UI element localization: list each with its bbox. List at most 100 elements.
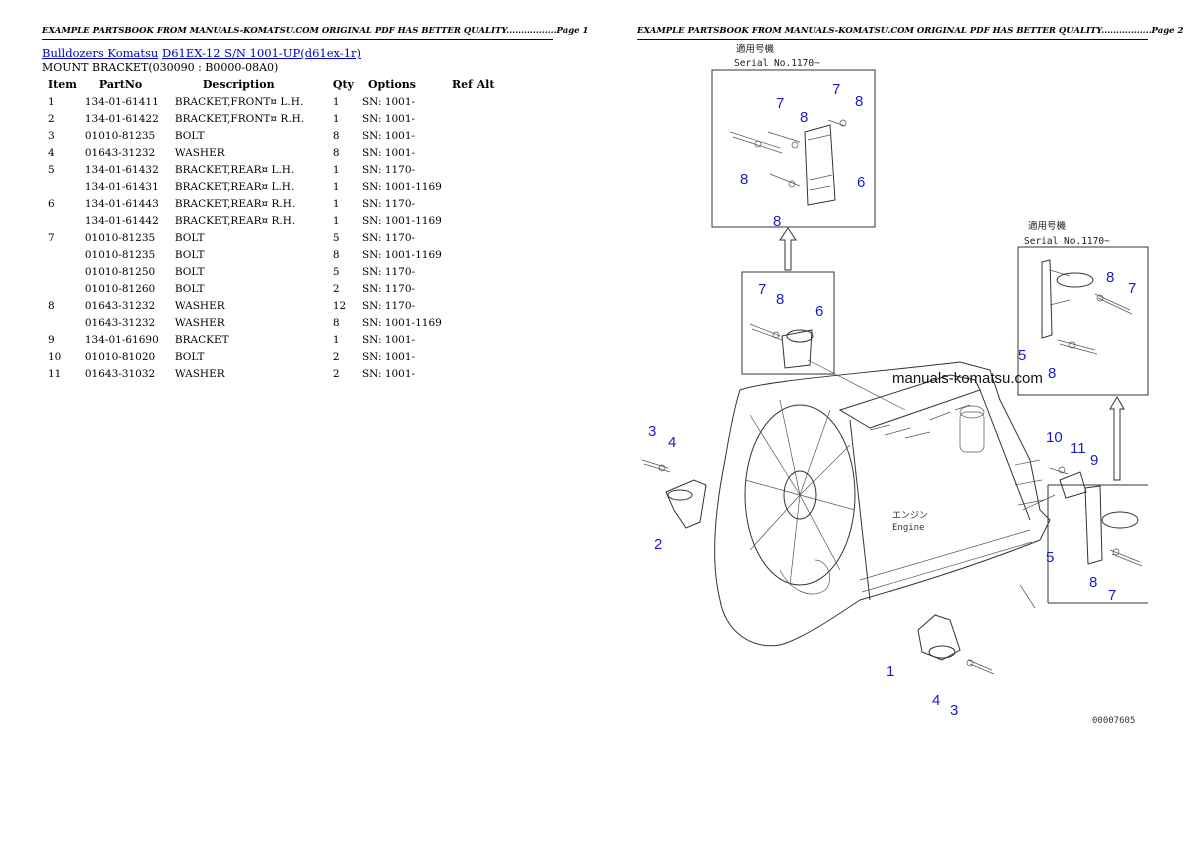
cell-ref-alt bbox=[448, 229, 499, 246]
callout-10: 10 bbox=[1046, 429, 1063, 446]
cell-qty: 1 bbox=[332, 333, 340, 346]
svg-text:Engine: Engine bbox=[892, 523, 925, 533]
cell-description: BOLT bbox=[174, 248, 205, 261]
cell-description: WASHER bbox=[174, 316, 225, 329]
callout-7: 7 bbox=[832, 81, 840, 98]
cell-partno: 01010-81260 bbox=[84, 282, 156, 295]
callout-4: 4 bbox=[668, 434, 676, 451]
cell-options: SN: 1001- bbox=[361, 333, 416, 346]
svg-text:適用号機: 適用号機 bbox=[1028, 220, 1067, 232]
parts-table: Item PartNo Description Qty Options Ref … bbox=[42, 76, 498, 382]
cell-qty: 1 bbox=[332, 163, 340, 176]
svg-text:適用号機: 適用号機 bbox=[736, 43, 775, 55]
callout-11: 11 bbox=[1070, 440, 1086, 457]
svg-text:Serial No.1170~: Serial No.1170~ bbox=[1024, 236, 1110, 247]
cell-qty: 8 bbox=[332, 316, 340, 329]
cell-partno: 01643-31232 bbox=[84, 146, 156, 159]
cell-qty: 1 bbox=[332, 214, 340, 227]
callout-8: 8 bbox=[855, 93, 863, 110]
col-header-item: Item bbox=[48, 78, 77, 91]
callout-5: 5 bbox=[1046, 549, 1054, 566]
cell-description: WASHER bbox=[174, 299, 225, 312]
callout-6: 6 bbox=[815, 303, 823, 320]
breadcrumb-link-model[interactable]: D61EX-12 S/N 1001-UP(d61ex-1r) bbox=[161, 46, 361, 60]
callout-3: 3 bbox=[648, 423, 656, 440]
cell-partno: 134-01-61411 bbox=[84, 95, 159, 108]
cell-ref-alt bbox=[448, 246, 499, 263]
cell-qty: 8 bbox=[332, 248, 340, 261]
col-header-qty: Qty bbox=[332, 78, 354, 91]
cell-partno: 134-01-61442 bbox=[84, 214, 159, 227]
cell-qty: 1 bbox=[332, 180, 340, 193]
table-header-row: Item PartNo Description Qty Options Ref … bbox=[42, 76, 498, 93]
drawing-number: 00007605 bbox=[1092, 716, 1135, 726]
callout-labels: 7 8 7 8 8 6 8 7 8 6 8 7 5 8 3 4 10 11 9 … bbox=[648, 81, 1136, 719]
breadcrumb-link-bulldozers[interactable]: Bulldozers Komatsu bbox=[42, 46, 159, 60]
cell-partno: 01643-31032 bbox=[84, 367, 156, 380]
callout-4: 4 bbox=[932, 692, 940, 709]
cell-options: SN: 1001- bbox=[361, 146, 416, 159]
cell-options: SN: 1170- bbox=[361, 163, 416, 176]
cell-item: 10 bbox=[48, 350, 62, 363]
cell-qty: 2 bbox=[332, 367, 340, 380]
cell-partno: 01643-31232 bbox=[84, 316, 156, 329]
cell-description: BOLT bbox=[174, 282, 205, 295]
cell-ref-alt bbox=[448, 110, 499, 127]
callout-8: 8 bbox=[1048, 365, 1056, 382]
cell-options: SN: 1001- bbox=[361, 112, 416, 125]
cell-description: BRACKET bbox=[174, 333, 229, 346]
cell-partno: 01643-31232 bbox=[84, 299, 156, 312]
cell-ref-alt bbox=[448, 93, 499, 110]
cell-item: 3 bbox=[48, 129, 55, 142]
col-header-ref-alt: Ref Alt bbox=[451, 78, 495, 91]
callout-8: 8 bbox=[740, 171, 748, 188]
callout-8: 8 bbox=[1106, 269, 1114, 286]
cell-item bbox=[42, 246, 81, 263]
callout-3: 3 bbox=[950, 702, 958, 719]
group-title: MOUNT BRACKET(030090 : B0000-08A0) bbox=[42, 61, 279, 74]
cell-partno: 134-01-61443 bbox=[84, 197, 159, 210]
callout-8: 8 bbox=[776, 291, 784, 308]
callout-7: 7 bbox=[776, 95, 784, 112]
cell-ref-alt bbox=[448, 161, 499, 178]
cell-description: WASHER bbox=[174, 146, 225, 159]
inset-right: 適用号機 Serial No.1170~ bbox=[1017, 220, 1149, 396]
callout-8: 8 bbox=[1089, 574, 1097, 591]
arrow-to-top-inset bbox=[779, 227, 797, 271]
cell-item bbox=[42, 280, 81, 297]
cell-description: BRACKET,FRONT¤ L.H. bbox=[174, 95, 304, 108]
cell-partno: 01010-81235 bbox=[84, 129, 156, 142]
cell-item: 2 bbox=[48, 112, 55, 125]
cell-options: SN: 1001-1169 bbox=[361, 316, 442, 329]
cell-item: 7 bbox=[48, 231, 55, 244]
col-header-options: Options bbox=[367, 78, 416, 91]
callout-6: 6 bbox=[857, 174, 865, 191]
cell-options: SN: 1001- bbox=[361, 129, 416, 142]
cell-options: SN: 1001- bbox=[361, 367, 416, 380]
cell-ref-alt bbox=[448, 144, 499, 161]
cell-ref-alt bbox=[448, 178, 499, 195]
cell-description: BOLT bbox=[174, 129, 205, 142]
callout-2: 2 bbox=[654, 536, 662, 553]
cell-item: 1 bbox=[48, 95, 55, 108]
cell-item bbox=[42, 178, 81, 195]
cell-options: SN: 1001-1169 bbox=[361, 180, 442, 193]
engine-illustration: エンジン Engine bbox=[641, 359, 1056, 675]
cell-ref-alt bbox=[448, 263, 499, 280]
cell-partno: 01010-81235 bbox=[84, 248, 156, 261]
cell-item: 8 bbox=[48, 299, 55, 312]
cell-partno: 134-01-61431 bbox=[84, 180, 159, 193]
cell-qty: 2 bbox=[332, 350, 340, 363]
